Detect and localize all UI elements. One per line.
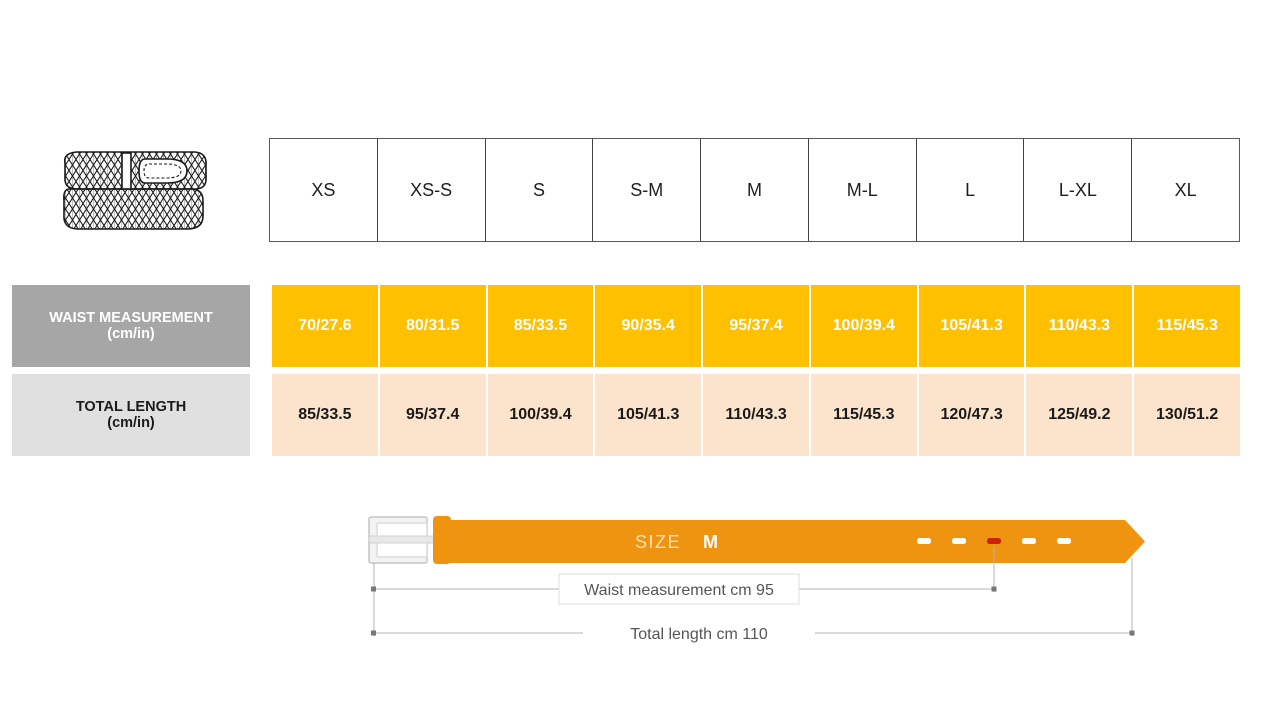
waist-measurement-row: WAIST MEASUREMENT (cm/in) 70/27.6 80/31.…	[12, 285, 1241, 367]
size-header-cell: M	[701, 139, 809, 241]
size-header-cell: XS	[270, 139, 378, 241]
braided-belt-icon	[63, 151, 207, 230]
waist-value-cell: 70/27.6	[272, 285, 378, 367]
waist-values: 70/27.6 80/31.5 85/33.5 90/35.4 95/37.4 …	[272, 285, 1241, 367]
product-belt-illustration	[55, 143, 215, 241]
belt-hole	[1057, 538, 1071, 544]
size-header-cell: XL	[1174, 179, 1197, 200]
total-length-value-cell: 110/43.3	[703, 374, 809, 456]
belt-size-value: M	[703, 532, 718, 552]
size-header-cell: S-M	[593, 139, 702, 241]
waist-value-cell: 115/45.3	[1134, 285, 1241, 367]
size-header-cell: M-L	[809, 139, 917, 241]
total-length-value-cell: 130/51.2	[1134, 374, 1241, 456]
waist-value-cell: 110/43.3	[1026, 285, 1133, 367]
size-header-cell: L	[917, 139, 1025, 241]
belt-hole	[952, 538, 966, 544]
belt-hole-highlighted	[987, 538, 1001, 544]
waist-value-cell: 85/33.5	[487, 285, 594, 367]
waist-value-cell: 95/37.4	[703, 285, 809, 367]
belt-buckle-icon	[368, 516, 446, 564]
total-length-label-unit: (cm/in)	[107, 415, 155, 431]
belt-hole	[917, 538, 931, 544]
total-length-value-cell: 120/47.3	[918, 374, 1025, 456]
total-length-dimension-label: Total length cm 110	[630, 626, 768, 643]
waist-dimension-label: Waist measurement cm 95	[584, 582, 774, 599]
waist-measurement-label: WAIST MEASUREMENT (cm/in)	[12, 285, 250, 367]
waist-value-cell: 100/39.4	[810, 285, 917, 367]
size-header-cell: XS-S	[378, 139, 486, 241]
total-length-row: TOTAL LENGTH (cm/in) 85/33.5 95/37.4 100…	[12, 374, 1241, 456]
waist-dimension-line: Waist measurement cm 95	[371, 573, 997, 605]
dimension-extension-lines	[373, 546, 1133, 636]
waist-label-text: WAIST MEASUREMENT	[49, 310, 213, 326]
total-length-value-cell: 100/39.4	[487, 374, 594, 456]
total-length-label-text: TOTAL LENGTH	[75, 399, 187, 415]
total-length-label: TOTAL LENGTH (cm/in)	[12, 374, 250, 456]
waist-value-cell: 90/35.4	[595, 285, 702, 367]
waist-value-cell: 105/41.3	[918, 285, 1025, 367]
total-length-value-cell: 115/45.3	[810, 374, 917, 456]
size-header-cell: S	[486, 139, 594, 241]
size-header-table: XS XS-S S S-M M M-L L L-XL XL	[269, 138, 1240, 242]
belt-measurement-diagram: SIZE M Waist measurement cm 95 To	[355, 500, 1155, 650]
belt-strap	[445, 520, 1145, 563]
total-length-values: 85/33.5 95/37.4 100/39.4 105/41.3 110/43…	[272, 374, 1241, 456]
size-header-cell: L-XL	[1024, 139, 1133, 241]
total-length-value-cell: 95/37.4	[379, 374, 486, 456]
total-length-value-cell: 125/49.2	[1026, 374, 1133, 456]
waist-label-unit: (cm/in)	[107, 326, 155, 342]
belt-hole	[1022, 538, 1036, 544]
waist-value-cell: 80/31.5	[379, 285, 486, 367]
total-length-dimension-line: Total length cm 110	[371, 619, 1135, 647]
total-length-value-cell: 105/41.3	[595, 374, 702, 456]
total-length-value-cell: 85/33.5	[272, 374, 378, 456]
belt-size-label: SIZE	[635, 532, 681, 552]
